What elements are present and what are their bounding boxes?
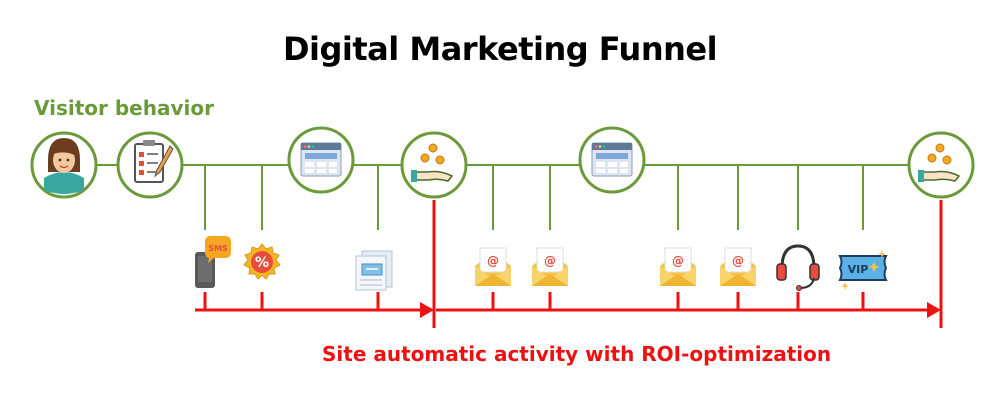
email-at-text: @ <box>544 254 556 268</box>
coins-hand-icon <box>907 131 975 199</box>
percent-text: % <box>255 255 269 271</box>
diagram-title: Digital Marketing Funnel <box>282 30 718 68</box>
vip-text: VIP <box>848 263 869 276</box>
visitor-avatar-icon <box>30 131 98 199</box>
email-envelope-icon: @ <box>475 247 511 286</box>
support-headset-icon <box>776 244 820 291</box>
arrow-head-2 <box>927 302 941 318</box>
visitor-behavior-label: Visitor behavior <box>34 96 214 120</box>
sms-phone-icon: SMS <box>195 236 231 288</box>
email-envelope-icon: @ <box>660 247 696 286</box>
newsletter-icon <box>355 250 393 291</box>
webpage-icon <box>287 126 355 194</box>
checklist-icon <box>116 131 184 199</box>
email-at-text: @ <box>732 254 744 268</box>
vip-ticket-icon: VIP <box>838 250 888 290</box>
email-at-text: @ <box>487 254 499 268</box>
sms-text: SMS <box>208 244 228 253</box>
coins-hand-icon <box>400 131 468 199</box>
email-at-text: @ <box>672 254 684 268</box>
site-activity-label: Site automatic activity with ROI-optimiz… <box>322 342 832 366</box>
visitor-timeline <box>96 164 910 230</box>
webpage-icon <box>578 126 646 194</box>
email-envelope-icon: @ <box>720 247 756 286</box>
automation-timeline <box>195 200 943 328</box>
discount-badge-icon: % <box>243 243 281 280</box>
email-envelope-icon: @ <box>532 247 568 286</box>
arrow-head-1 <box>420 302 434 318</box>
